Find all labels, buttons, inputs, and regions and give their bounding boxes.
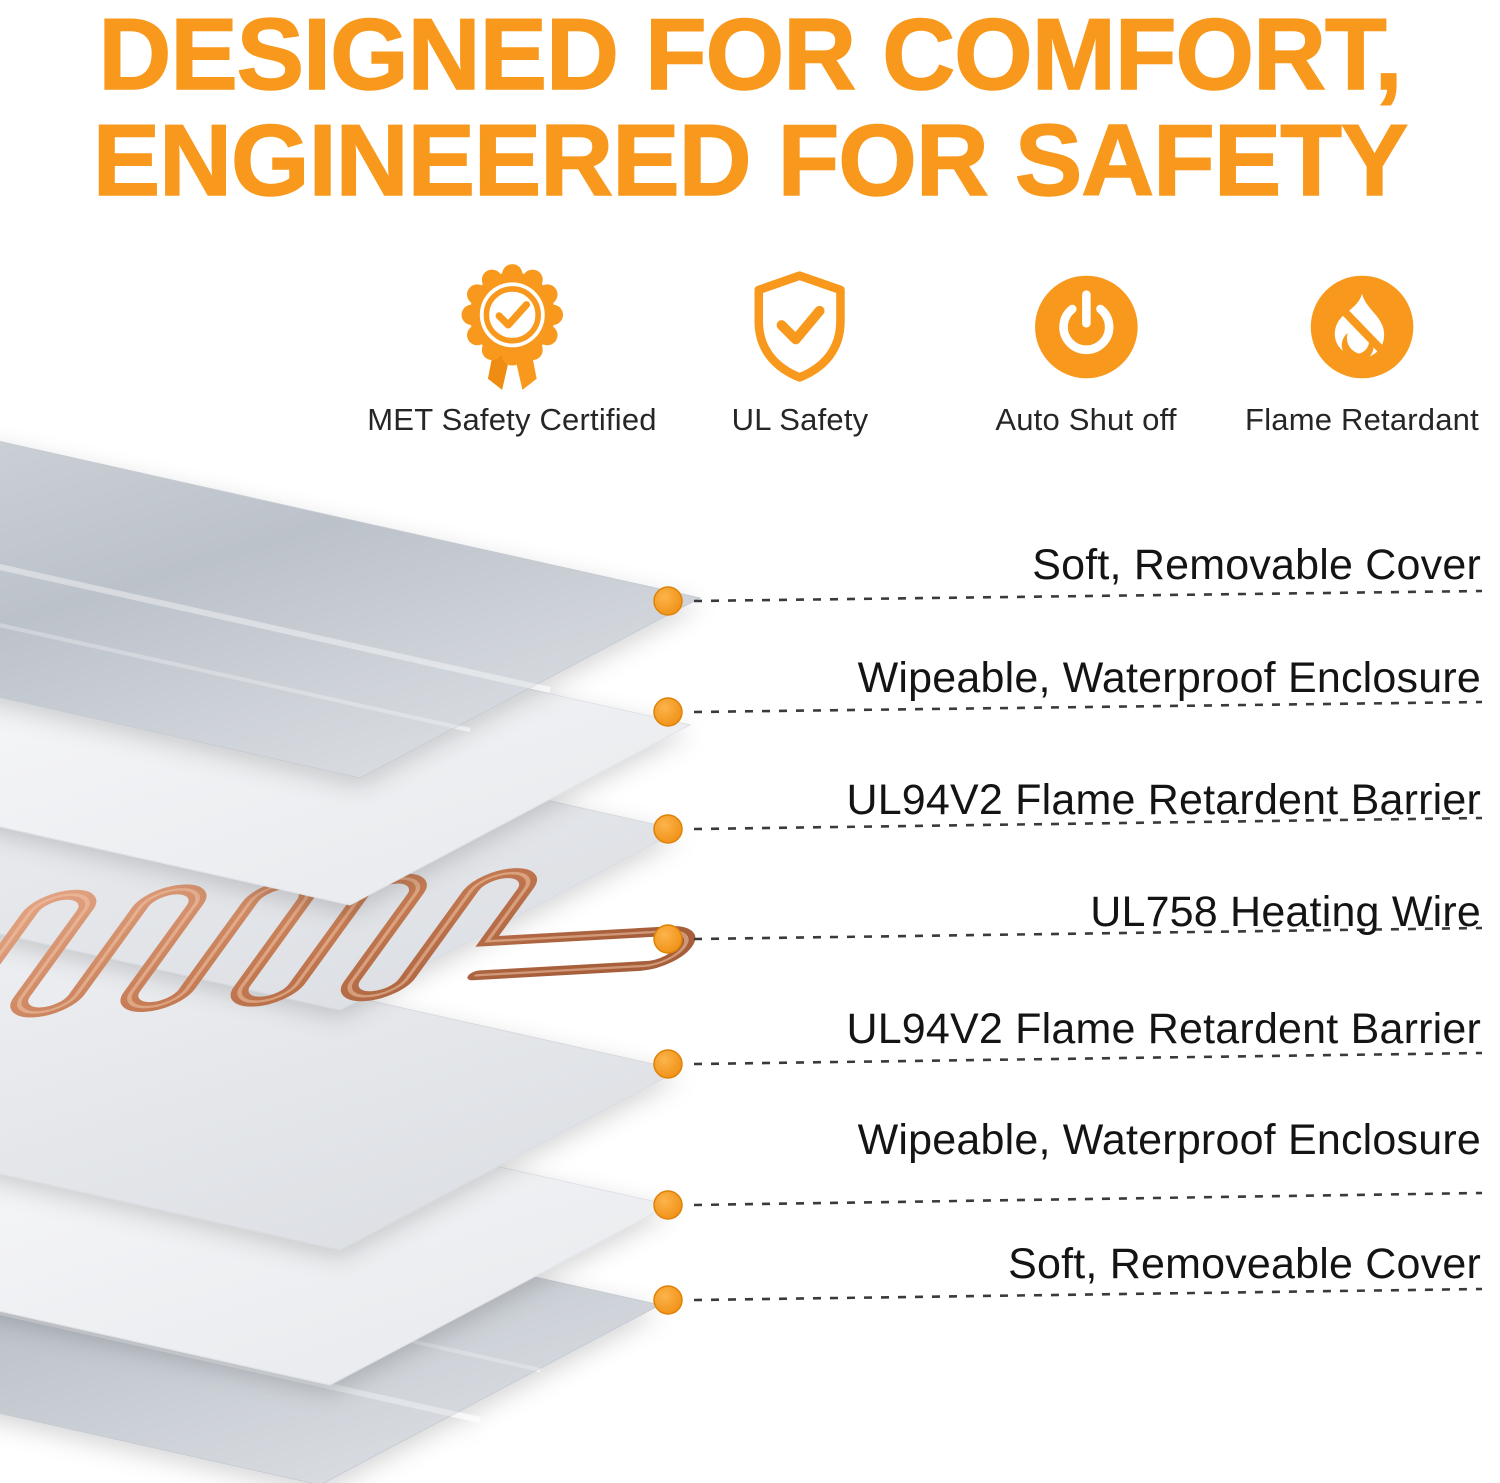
feature-label-autoshutoff: Auto Shut off bbox=[995, 402, 1177, 437]
heating-wire bbox=[0, 868, 696, 1018]
feature-met-certified: MET Safety Certified bbox=[367, 256, 657, 438]
callout-dot-7 bbox=[653, 1285, 683, 1315]
callout-leader-lines bbox=[693, 589, 1483, 1302]
headline-line-2: ENGINEERED FOR SAFETY bbox=[92, 105, 1409, 218]
power-icon bbox=[1034, 275, 1138, 379]
headline-line-1: DESIGNED FOR COMFORT, bbox=[98, 0, 1404, 111]
feature-label-met: MET Safety Certified bbox=[367, 402, 657, 437]
callout-label-barrier-top: UL94V2 Flame Retardent Barrier bbox=[846, 776, 1481, 824]
flame-retardant-icon bbox=[1310, 275, 1414, 379]
callout-dots bbox=[653, 586, 683, 1315]
callout-label-enclosure-top: Wipeable, Waterproof Enclosure bbox=[857, 654, 1481, 702]
callout-label-soft-cover-bottom: Soft, Removeable Cover bbox=[1008, 1240, 1481, 1288]
feature-ul-safety: UL Safety bbox=[732, 256, 869, 438]
callout-dot-3 bbox=[653, 814, 683, 844]
feature-label-flame: Flame Retardant bbox=[1245, 402, 1479, 437]
feature-flame-retardant: Flame Retardant bbox=[1245, 256, 1479, 438]
callout-dot-2 bbox=[653, 697, 683, 727]
feature-label-ul: UL Safety bbox=[731, 402, 869, 437]
callout-label-barrier-bottom: UL94V2 Flame Retardent Barrier bbox=[846, 1005, 1481, 1053]
shield-check-icon bbox=[754, 271, 846, 382]
callout-dot-6 bbox=[653, 1190, 683, 1220]
headline: DESIGNED FOR COMFORT, ENGINEERED FOR SAF… bbox=[0, 0, 1500, 218]
met-badge-icon bbox=[461, 264, 563, 390]
layer-sheet-top-cover bbox=[0, 441, 702, 779]
callout-label-enclosure-bottom: Wipeable, Waterproof Enclosure bbox=[857, 1116, 1481, 1164]
callout-label-soft-cover-top: Soft, Removable Cover bbox=[1032, 541, 1481, 589]
callout-dot-5 bbox=[653, 1049, 683, 1079]
callout-dot-1 bbox=[653, 586, 683, 616]
callout-dot-4 bbox=[653, 924, 683, 954]
feature-auto-shutoff: Auto Shut off bbox=[995, 256, 1176, 438]
callout-label-heating-wire: UL758 Heating Wire bbox=[1090, 888, 1481, 936]
